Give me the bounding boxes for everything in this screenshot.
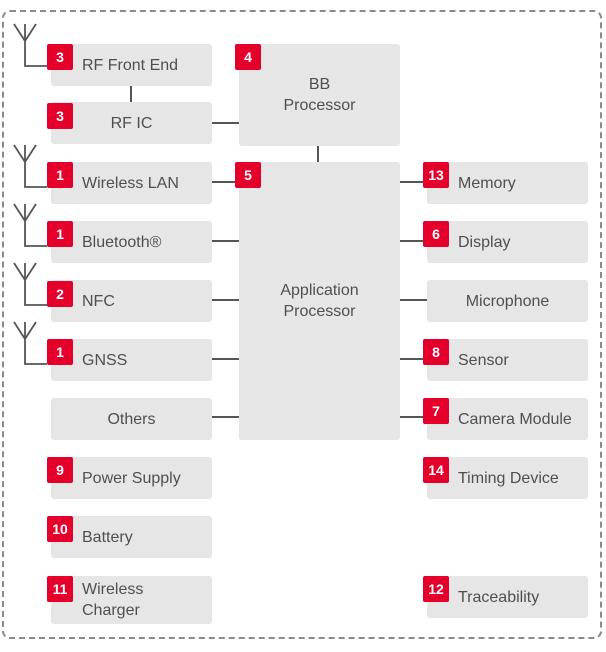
rf-ic-badge: 3	[47, 103, 73, 129]
rf-ic-label: RF IC	[110, 114, 153, 132]
camera-module-block: Camera Module	[427, 398, 588, 440]
memory-label: Memory	[458, 174, 516, 192]
battery-label: Battery	[82, 528, 133, 546]
timing-device-badge: 14	[423, 457, 449, 483]
display-block: Display	[427, 221, 588, 263]
bb-processor-badge: 4	[235, 44, 261, 70]
power-supply-block: Power Supply	[51, 457, 212, 499]
rf-front-end-block: RF Front End	[51, 44, 212, 86]
memory-badge: 13	[423, 162, 449, 188]
nfc-badge: 2	[47, 281, 73, 307]
traceability-block: Traceability	[427, 576, 588, 618]
microphone-block: Microphone	[427, 280, 588, 322]
display-label: Display	[458, 233, 511, 251]
nfc-block: NFC	[51, 280, 212, 322]
memory-block: Memory	[427, 162, 588, 204]
wireless-charger-block: Wireless Charger	[51, 576, 212, 624]
bb-processor-block: BB Processor	[239, 44, 400, 146]
antenna-icon	[13, 321, 47, 365]
application-processor-label: Application Processor	[280, 282, 359, 320]
antenna-icon	[13, 203, 47, 247]
sensor-badge: 8	[423, 339, 449, 365]
timing-device-block: Timing Device	[427, 457, 588, 499]
sensor-label: Sensor	[458, 351, 509, 369]
traceability-badge: 12	[423, 576, 449, 602]
wireless-lan-label: Wireless LAN	[82, 174, 179, 192]
antenna-icon	[13, 23, 47, 67]
gnss-badge: 1	[47, 339, 73, 365]
microphone-label: Microphone	[465, 292, 550, 310]
antenna-icon	[13, 144, 47, 188]
display-badge: 6	[423, 221, 449, 247]
traceability-label: Traceability	[458, 588, 540, 606]
wireless-charger-label: Wireless Charger	[82, 581, 144, 619]
wireless-lan-block: Wireless LAN	[51, 162, 212, 204]
rf-ic-block: RF IC	[51, 102, 212, 144]
bluetooth-label: Bluetooth®	[82, 233, 162, 251]
device-outline	[2, 10, 602, 639]
others-block: Others	[51, 398, 212, 440]
bluetooth-badge: 1	[47, 221, 73, 247]
timing-device-label: Timing Device	[458, 469, 559, 487]
rf-front-end-label: RF Front End	[82, 56, 179, 74]
battery-block: Battery	[51, 516, 212, 558]
battery-badge: 10	[47, 516, 73, 542]
antenna-icon	[13, 262, 47, 306]
power-supply-label: Power Supply	[82, 469, 181, 487]
application-processor-block: Application Processor	[239, 162, 400, 440]
power-supply-badge: 9	[47, 457, 73, 483]
bluetooth-block: Bluetooth®	[51, 221, 212, 263]
nfc-label: NFC	[82, 292, 115, 310]
camera-module-badge: 7	[423, 398, 449, 424]
wireless-lan-badge: 1	[47, 162, 73, 188]
gnss-block: GNSS	[51, 339, 212, 381]
application-processor-badge: 5	[235, 162, 261, 188]
sensor-block: Sensor	[427, 339, 588, 381]
camera-module-label: Camera Module	[458, 410, 572, 428]
bb-processor-label: BB Processor	[283, 76, 356, 114]
gnss-label: GNSS	[82, 351, 128, 369]
rf-front-end-badge: 3	[47, 44, 73, 70]
others-label: Others	[107, 410, 156, 428]
wireless-charger-badge: 11	[47, 576, 73, 602]
